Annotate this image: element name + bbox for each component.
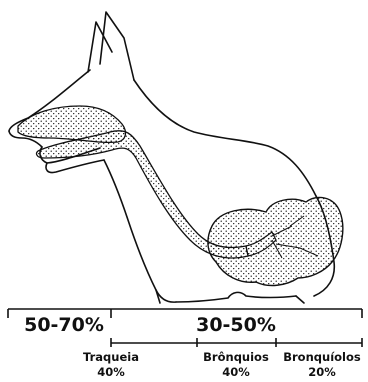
lower-percent: 30-50% [196, 314, 276, 336]
bronchioles-label: Bronquíolos [283, 350, 361, 364]
breakdown-bar [111, 338, 362, 347]
bronchi-value: 40% [222, 365, 250, 378]
rear-leg [296, 296, 304, 303]
chest-front [104, 160, 176, 302]
trachea-label: Traqueia [83, 350, 139, 364]
airway [18, 106, 343, 285]
front-ear [100, 12, 134, 80]
trachea-value: 40% [97, 365, 125, 378]
bronchi-label: Brônquios [203, 350, 269, 364]
lungs [208, 197, 343, 285]
neck-back [134, 80, 316, 196]
belly [176, 292, 296, 302]
nasal-percent: 50-70% [24, 314, 104, 336]
bronchioles-value: 20% [308, 365, 336, 378]
